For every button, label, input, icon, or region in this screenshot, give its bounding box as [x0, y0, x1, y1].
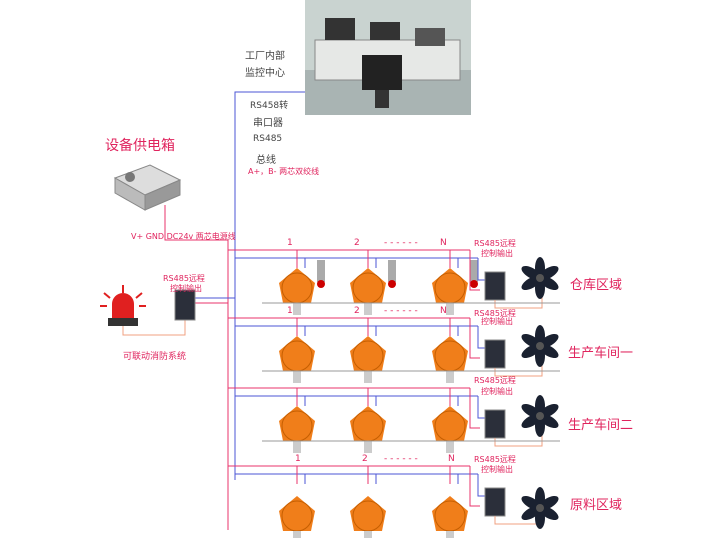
zone-number: 1	[287, 238, 293, 248]
exhaust-fan-icon	[521, 257, 559, 299]
fire-module-label-1: RS485远程	[163, 274, 205, 283]
module-bus-wire	[477, 474, 485, 497]
module-bus-wire	[477, 396, 485, 419]
bus-label-1: RS485	[253, 134, 283, 144]
fan-link-wire	[494, 295, 543, 309]
gas-detector-icon	[279, 406, 315, 453]
zone-number: - - - - - -	[384, 454, 418, 464]
gas-detector-icon	[432, 406, 468, 453]
gas-detector-icon	[350, 260, 396, 315]
monitor-label-2: 监控中心	[245, 68, 285, 79]
module-power-wire	[469, 250, 480, 291]
zone-name: 生产车间二	[568, 418, 634, 433]
alarm-light-icon	[100, 285, 146, 326]
zone-number: N	[448, 454, 455, 464]
zone-number: - - - - - -	[384, 306, 418, 316]
module-power-wire	[469, 318, 480, 359]
power-title: 设备供电箱	[105, 138, 175, 154]
rs485-module-icon	[484, 271, 506, 301]
module-power-wire	[469, 466, 480, 507]
zone-name: 仓库区域	[570, 278, 623, 293]
gas-detector-icon	[279, 496, 315, 538]
exhaust-fan-icon	[521, 325, 559, 367]
power-wire-label: V+ GND DC24v 两芯电源线	[131, 232, 236, 241]
fan-link-wire	[494, 363, 543, 377]
zone-module-label-2: 控制输出	[481, 387, 513, 396]
zone-name: 生产车间一	[568, 346, 634, 361]
exhaust-fan-icon	[521, 395, 559, 437]
converter-label-2: 串口器	[253, 118, 283, 129]
rs485-module-fire	[174, 289, 196, 321]
zone-module-label-1: RS485远程	[474, 376, 516, 385]
zone-module-label-2: 控制输出	[481, 317, 513, 326]
power-supply-icon	[113, 164, 182, 211]
zone-number: 2	[362, 454, 368, 464]
rs485-module-icon	[484, 409, 506, 439]
bus-label-2: 总线	[256, 155, 276, 166]
module-bus-wire	[477, 258, 485, 281]
gas-detector-icon	[350, 406, 386, 453]
zone-number: 1	[295, 454, 301, 464]
zone-number: N	[440, 306, 447, 316]
zone-number: N	[440, 238, 447, 248]
fire-module-label-2: 控制输出	[170, 284, 202, 293]
fire-system-label: 可联动消防系统	[123, 352, 187, 362]
zone-name: 原料区域	[570, 498, 623, 513]
rs485-module-icon	[484, 487, 506, 517]
power-wire	[164, 205, 229, 530]
zone-module-label-2: 控制输出	[481, 249, 513, 258]
fan-link-wire	[494, 433, 543, 447]
exhaust-fan-icon	[521, 487, 559, 529]
module-power-wire	[469, 388, 480, 429]
gas-detector-icon	[432, 336, 468, 383]
rs485-bus-wire	[234, 91, 305, 480]
zone-number: 2	[354, 306, 360, 316]
gas-detector-icon	[432, 260, 478, 315]
zone-number: - - - - - -	[384, 238, 418, 248]
gas-detector-icon	[350, 496, 386, 538]
monitoring-center-photo	[305, 0, 471, 115]
zone-number: 2	[354, 238, 360, 248]
gas-detector-icon	[350, 336, 386, 383]
rs485-module-icon	[484, 339, 506, 369]
gas-detector-icon	[432, 496, 468, 538]
gas-detector-icon	[279, 260, 325, 315]
zone-number: 1	[287, 306, 293, 316]
zone-module-label-1: RS485远程	[474, 455, 516, 464]
zone-module-label-1: RS485远程	[474, 239, 516, 248]
fire-link-wire	[122, 320, 186, 336]
monitor-label-1: 工厂内部	[245, 51, 285, 62]
gas-detector-icon	[279, 336, 315, 383]
module-bus-wire	[477, 326, 485, 349]
zone-module-label-1: RS485远程	[474, 309, 516, 318]
bus-wire-label: A+，B- 两芯双绞线	[248, 167, 320, 176]
converter-label-1: RS458转	[250, 101, 289, 111]
zone-module-label-2: 控制输出	[481, 465, 513, 474]
